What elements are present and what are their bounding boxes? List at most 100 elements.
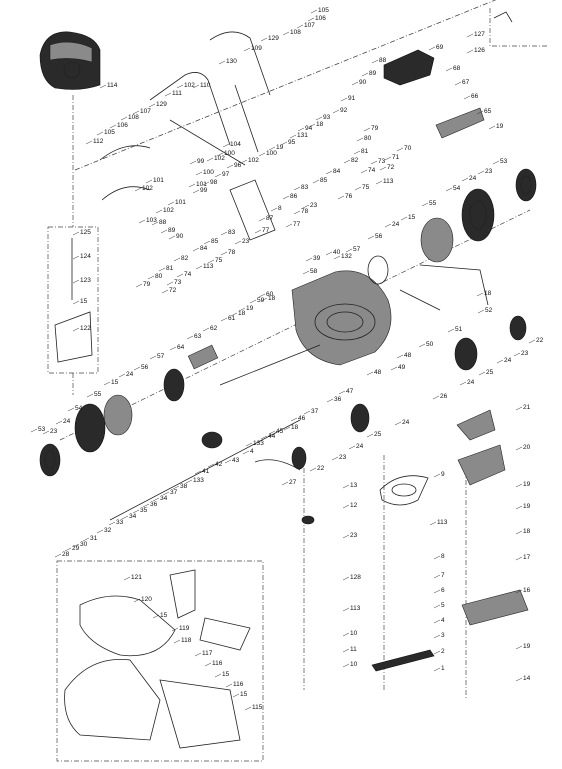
leader-line	[360, 169, 368, 174]
leader-line	[118, 373, 126, 378]
callout-label: 36	[150, 501, 158, 508]
leader-line	[194, 652, 202, 657]
leader-line	[379, 166, 387, 171]
callout-label: 29	[72, 545, 80, 552]
callout-label: 116	[233, 681, 244, 688]
leader-line	[361, 72, 369, 77]
callout-label: 80	[155, 273, 163, 280]
leader-line	[151, 221, 159, 226]
leader-line	[390, 366, 398, 371]
callout-label: 1	[441, 665, 445, 672]
leader-line	[242, 450, 250, 455]
leader-line	[289, 134, 297, 139]
leader-line	[207, 463, 215, 468]
callout-label: 73	[378, 158, 386, 165]
callout-label: 102	[163, 207, 174, 214]
callout-label: 113	[350, 605, 361, 612]
callout-label: 67	[462, 79, 470, 86]
leader-line	[225, 683, 233, 688]
callout-label: 24	[392, 221, 400, 228]
leader-line	[203, 240, 211, 245]
leader-line	[433, 604, 441, 609]
leader-line	[220, 317, 228, 322]
callout-label: 24	[504, 357, 512, 364]
callout-label: 23	[50, 428, 58, 435]
callout-label: 17	[523, 554, 531, 561]
callout-label: 54	[453, 185, 461, 192]
callout-label: 48	[374, 369, 382, 376]
leader-line	[202, 327, 210, 332]
leader-line	[82, 537, 90, 542]
leader-line	[145, 179, 153, 184]
leader-line	[477, 170, 485, 175]
leader-line	[478, 371, 486, 376]
callout-label: 82	[181, 255, 189, 262]
callout-label: 21	[523, 404, 531, 411]
leader-line	[433, 619, 441, 624]
leader-line	[243, 47, 251, 52]
leader-line	[296, 24, 304, 29]
callout-label: 115	[252, 704, 263, 711]
callout-label: 129	[156, 101, 167, 108]
leader-line	[459, 381, 467, 386]
callout-label: 58	[310, 268, 318, 275]
callout-label: 131	[297, 132, 308, 139]
leader-line	[54, 553, 62, 558]
plate-parts	[456, 409, 529, 626]
leader-line	[370, 160, 378, 165]
leader-line	[192, 189, 200, 194]
callout-label: 5	[441, 602, 445, 609]
callout-label: 129	[268, 35, 279, 42]
leader-line	[226, 164, 234, 169]
callout-label: 122	[80, 325, 91, 332]
callout-label: 55	[94, 391, 102, 398]
callout-label: 18	[268, 295, 276, 302]
leader-line	[326, 398, 334, 403]
leader-line	[466, 33, 474, 38]
leader-line	[429, 521, 437, 526]
callout-label: 113	[437, 519, 448, 526]
callout-label: 62	[210, 325, 218, 332]
leader-line	[308, 123, 316, 128]
leader-line	[325, 170, 333, 175]
callout-label: 89	[369, 70, 377, 77]
frame-grass-bag-detail	[47, 226, 99, 374]
engine-part	[39, 31, 101, 90]
callout-label: 128	[350, 574, 361, 581]
callout-label: 10	[350, 661, 358, 668]
callout-label: 119	[179, 625, 190, 632]
leader-line	[224, 459, 232, 464]
callout-label: 65	[484, 108, 492, 115]
leader-line	[260, 435, 268, 440]
callout-label: 10	[350, 630, 358, 637]
callout-label: 83	[228, 229, 236, 236]
leader-line	[307, 17, 315, 22]
leader-line	[396, 147, 404, 152]
callout-label: 34	[129, 513, 137, 520]
leader-line	[366, 371, 374, 376]
callout-label: 116	[212, 660, 223, 667]
wheel-parts	[39, 168, 537, 477]
leader-line	[108, 521, 116, 526]
leader-line	[515, 406, 523, 411]
frame-catcher-assembly	[56, 560, 264, 762]
leader-line	[466, 49, 474, 54]
callout-label: 74	[368, 167, 376, 174]
callout-label: 51	[455, 326, 463, 333]
leader-line	[433, 650, 441, 655]
leader-line	[238, 307, 246, 312]
callout-label: 42	[215, 461, 223, 468]
leader-line	[297, 127, 305, 132]
callout-label: 79	[371, 125, 379, 132]
leader-line	[123, 576, 131, 581]
leader-line	[249, 299, 257, 304]
callout-label: 60	[266, 291, 274, 298]
leader-line	[270, 207, 278, 212]
leader-line	[312, 179, 320, 184]
callout-label: 95	[288, 139, 296, 146]
leader-line	[206, 157, 214, 162]
callout-label: 4	[441, 617, 445, 624]
callout-label: 125	[80, 229, 91, 236]
callout-label: 113	[203, 263, 214, 270]
